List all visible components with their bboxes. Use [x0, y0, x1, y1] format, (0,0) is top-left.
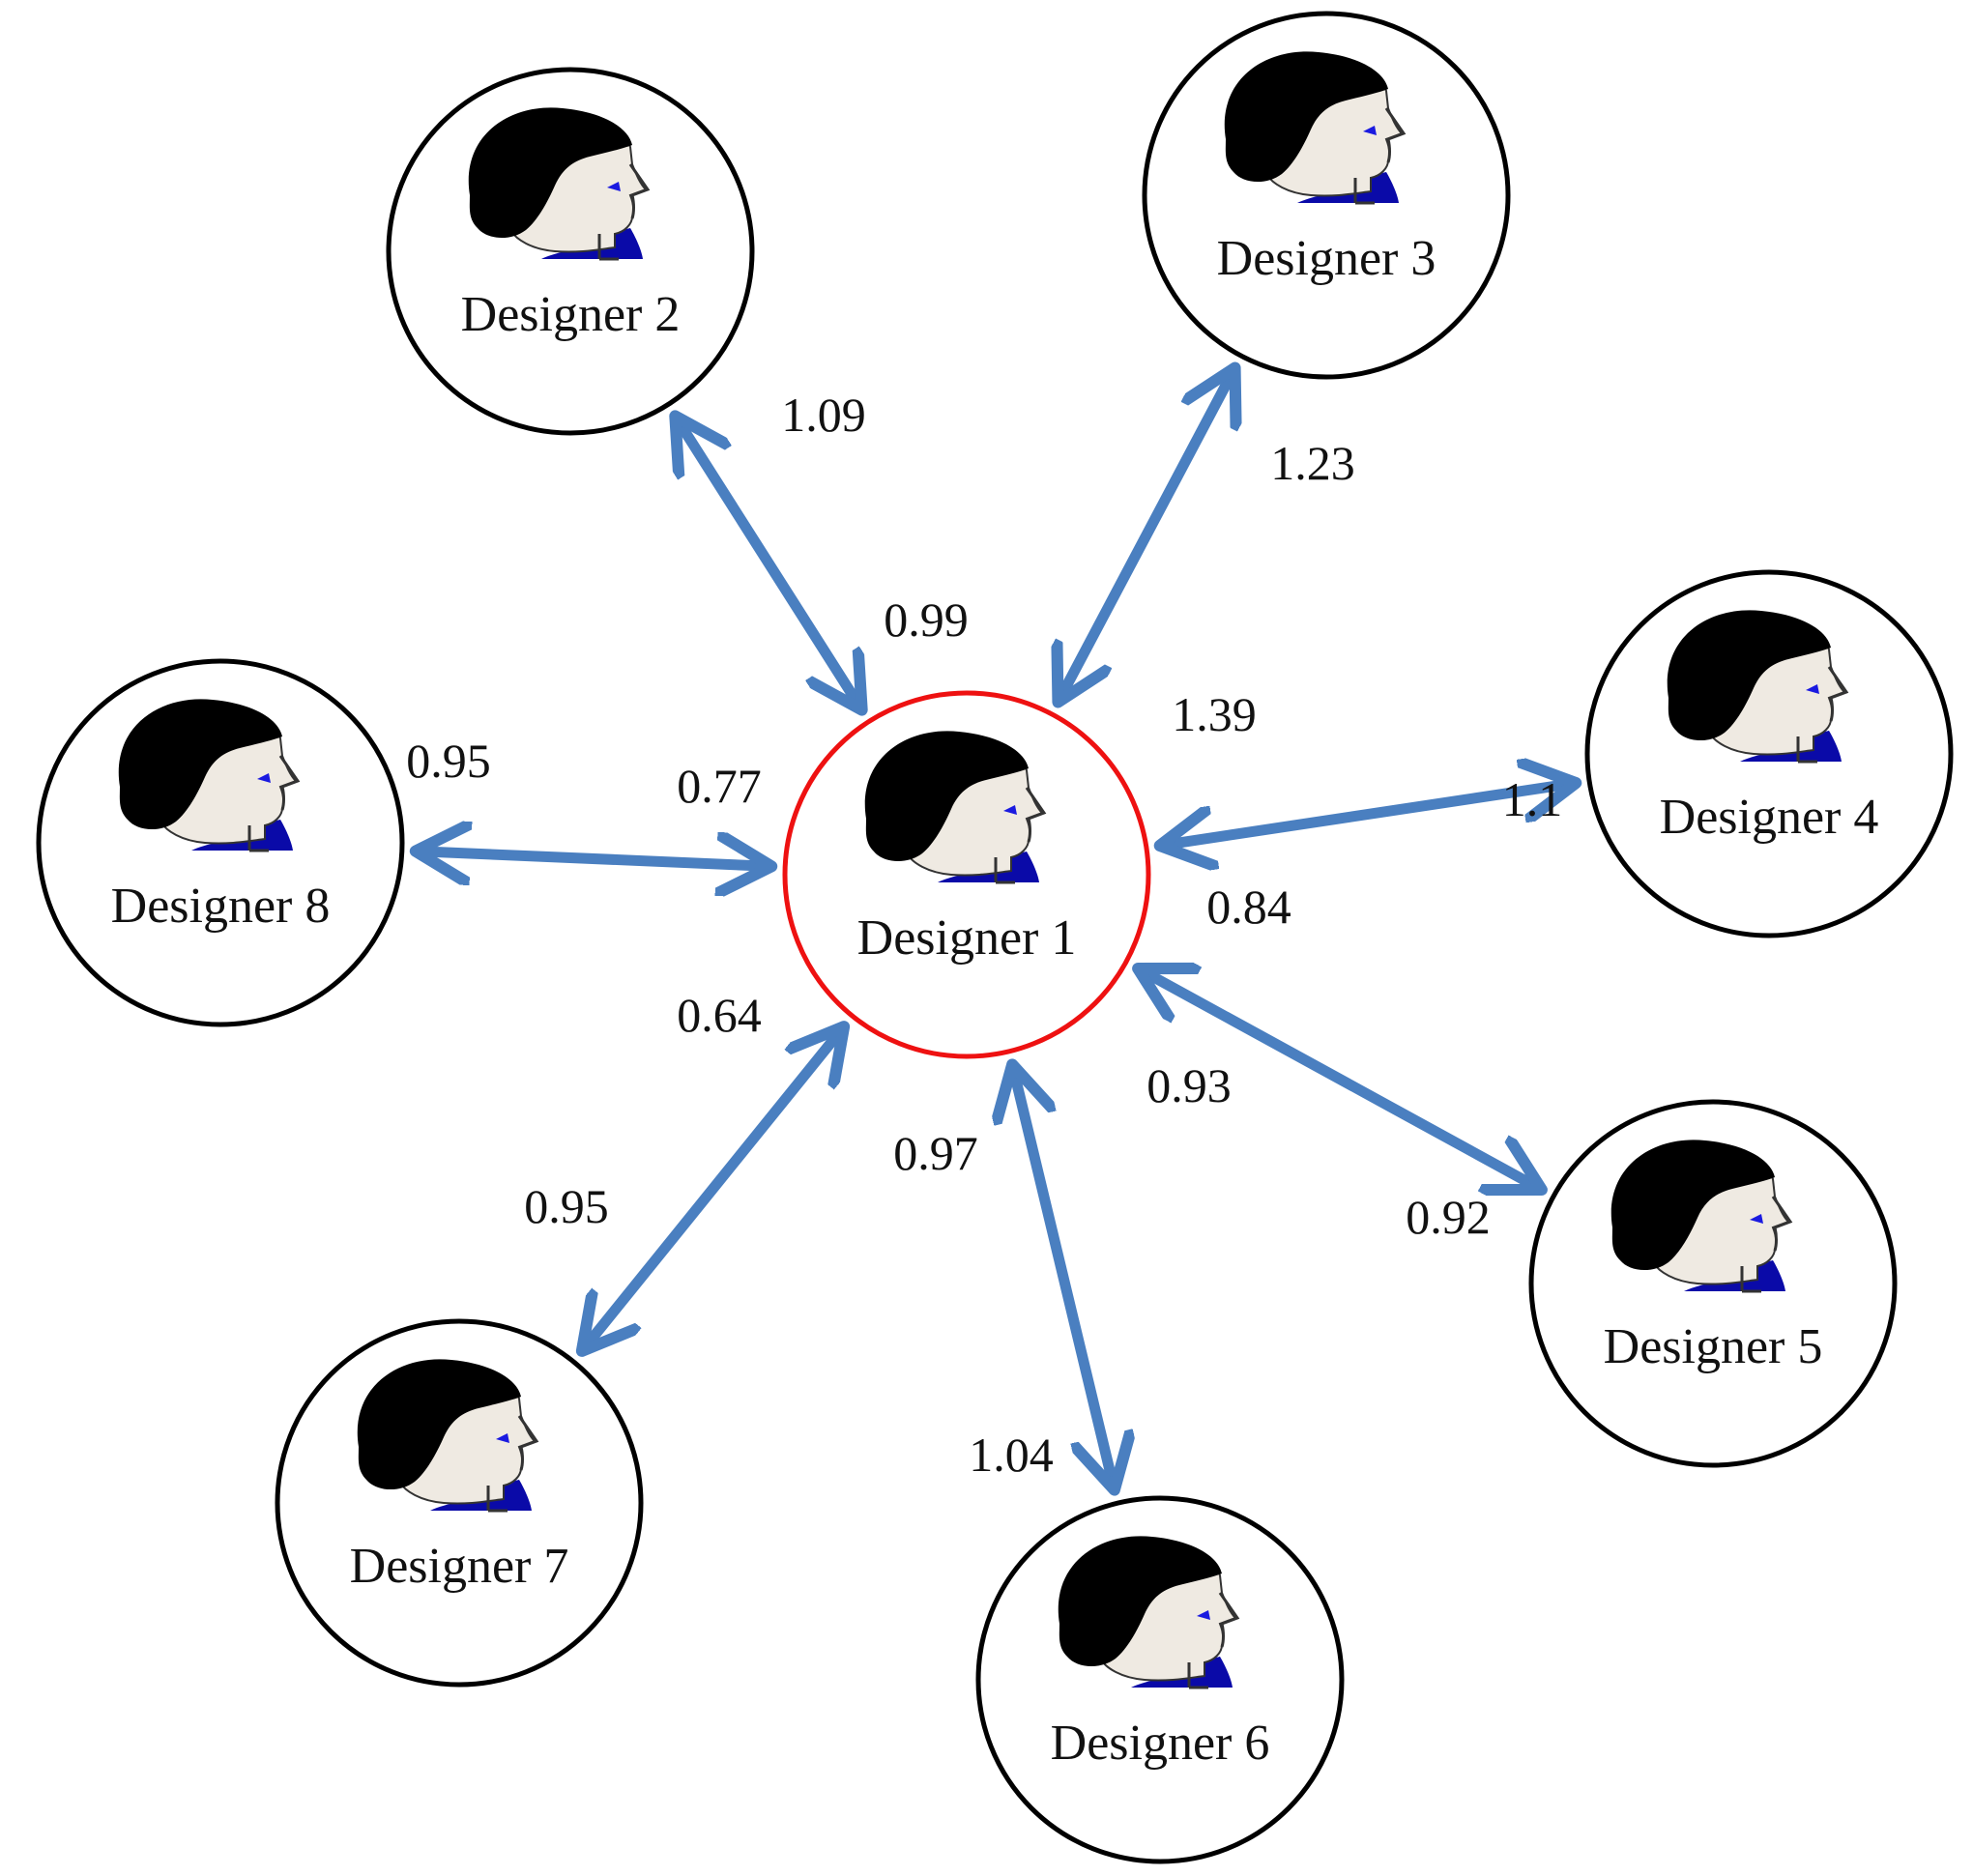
node-designer-2: Designer 2 — [386, 67, 755, 436]
node-label: Designer 2 — [461, 287, 681, 342]
edge-value-d1-d4-near-other: 1.1 — [1502, 772, 1563, 826]
nodes-layer: Designer 1 Designer 2 Designer 3 Designer 4… — [36, 11, 1954, 1864]
edge-value-d1-d6-near-designer1: 0.97 — [893, 1126, 978, 1180]
node-designer-1: Designer 1 — [782, 690, 1151, 1059]
edge-value-d1-d8-near-designer1: 0.77 — [677, 759, 762, 813]
node-label: Designer 5 — [1604, 1319, 1823, 1374]
edge-arrow-d1-d6 — [1012, 1064, 1115, 1489]
node-label: Designer 4 — [1660, 790, 1879, 845]
edge-value-d1-d4-near-designer1: 0.84 — [1206, 880, 1291, 934]
node-label: Designer 7 — [350, 1539, 569, 1594]
node-designer-7: Designer 7 — [275, 1318, 644, 1688]
edge-value-d1-d8-near-other: 0.95 — [406, 734, 491, 788]
node-label: Designer 3 — [1217, 231, 1436, 286]
node-designer-5: Designer 5 — [1528, 1099, 1898, 1468]
edges-layer — [416, 368, 1576, 1490]
edge-value-d1-d7-near-designer1: 0.64 — [677, 988, 762, 1042]
designer-head-icon — [1666, 608, 1848, 764]
designer-head-icon — [863, 729, 1046, 884]
edge-value-d1-d3-near-designer1: 1.39 — [1172, 687, 1257, 741]
edge-arrow-d1-d5 — [1138, 968, 1542, 1190]
edge-value-d1-d5-near-designer1: 0.93 — [1146, 1058, 1232, 1112]
node-designer-6: Designer 6 — [975, 1495, 1345, 1864]
designer-head-icon — [467, 105, 650, 261]
designer-head-icon — [1057, 1534, 1239, 1689]
edge-arrow-d1-d2 — [675, 416, 861, 709]
edge-value-d1-d7-near-other: 0.95 — [524, 1179, 609, 1233]
designer-head-icon — [1223, 49, 1406, 205]
edge-value-d1-d5-near-other: 0.92 — [1406, 1190, 1491, 1244]
edge-value-d1-d3-near-other: 1.23 — [1270, 436, 1355, 490]
designer-head-icon — [356, 1357, 538, 1513]
node-designer-8: Designer 8 — [36, 658, 405, 1027]
designer-head-icon — [117, 697, 300, 852]
edge-arrow-d1-d7 — [582, 1026, 844, 1351]
edge-arrow-d1-d8 — [416, 851, 771, 867]
edge-arrow-d1-d4 — [1160, 783, 1577, 846]
node-label: Designer 1 — [857, 910, 1077, 966]
designer-head-icon — [1610, 1138, 1792, 1293]
edge-value-d1-d2-near-other: 1.09 — [781, 388, 866, 442]
edge-labels-layer: 0.99 1.09 1.39 1.23 0.84 1.1 0.93 0.92 0.97 1.04 0… — [406, 388, 1562, 1482]
node-designer-4: Designer 4 — [1584, 569, 1954, 938]
node-designer-3: Designer 3 — [1142, 11, 1511, 380]
node-label: Designer 8 — [111, 879, 331, 934]
edge-arrow-d1-d3 — [1058, 368, 1234, 703]
node-label: Designer 6 — [1051, 1716, 1270, 1771]
edge-value-d1-d6-near-other: 1.04 — [969, 1428, 1054, 1482]
edge-value-d1-d2-near-designer1: 0.99 — [884, 592, 969, 647]
